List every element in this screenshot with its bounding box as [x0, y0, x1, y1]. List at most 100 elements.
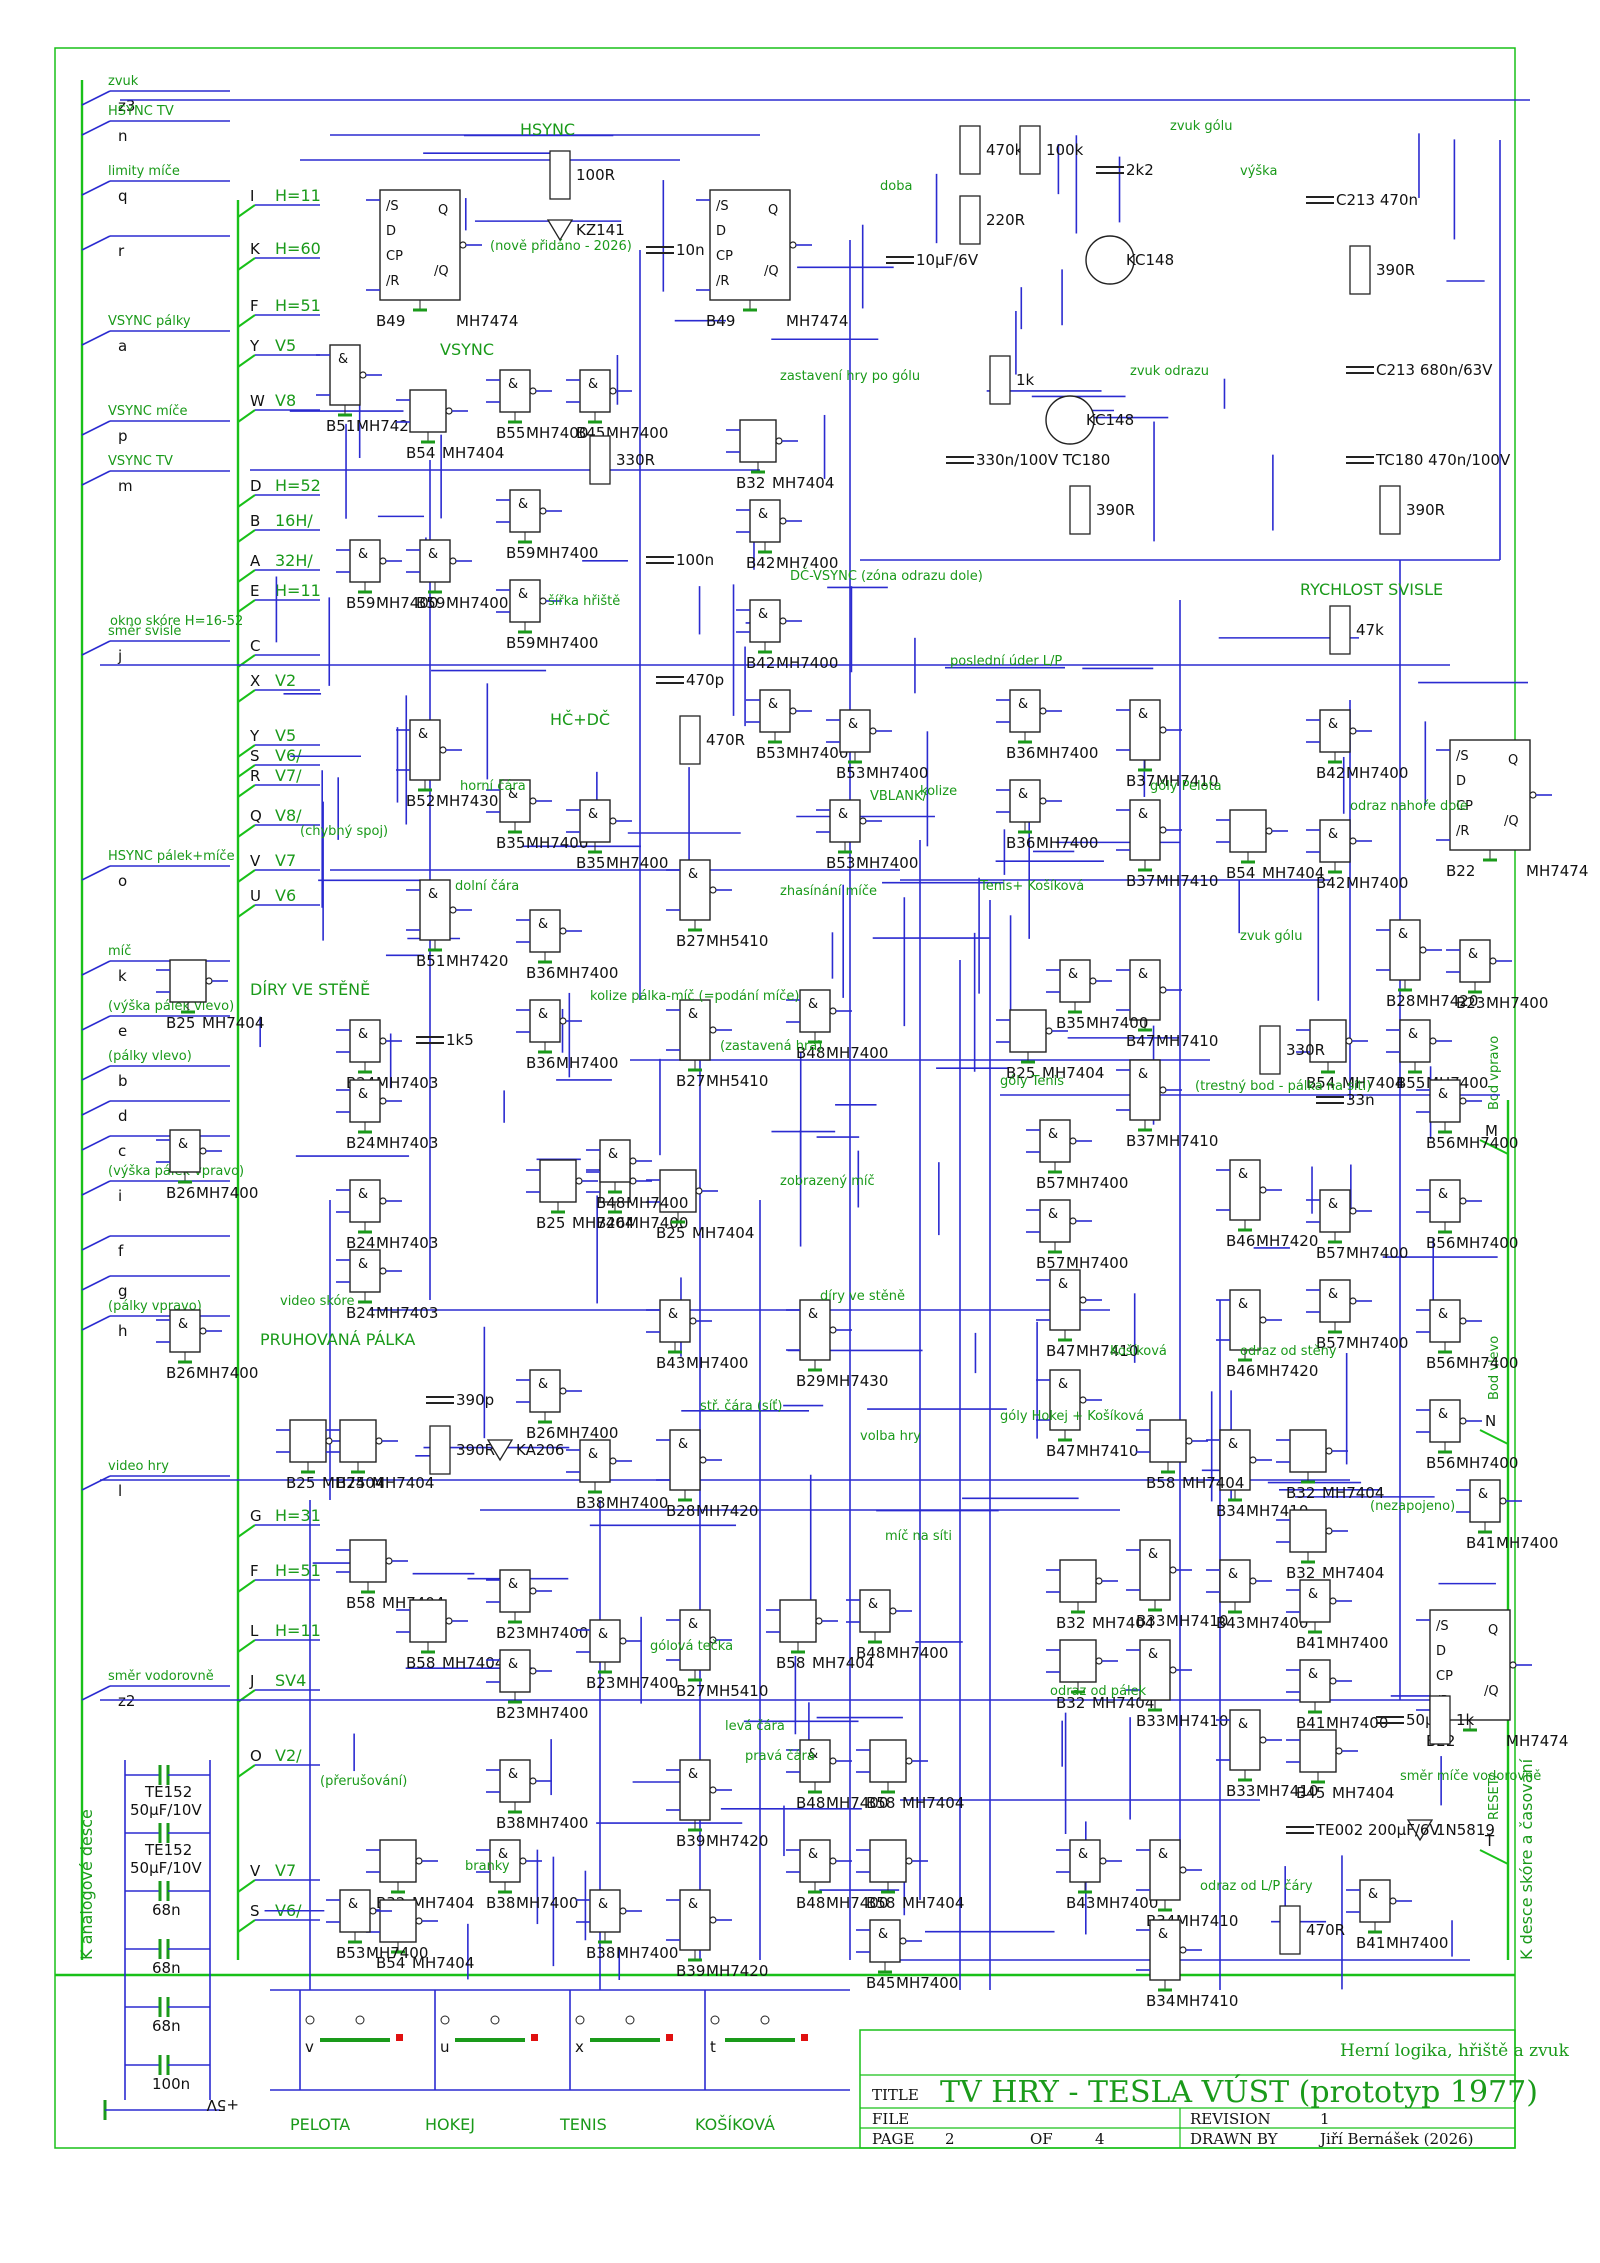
gate-body [1049, 1369, 1081, 1431]
gate-ref: B26 [166, 1364, 195, 1382]
gate-type: MH7404 [1092, 1694, 1154, 1712]
connector-net-label: VSYNC míče [108, 404, 187, 419]
right-net-label: Bod vlevo [1487, 1336, 1502, 1400]
connector-pin-d: d [118, 1107, 128, 1125]
mode-label: KOŠÍKOVÁ [695, 2115, 775, 2134]
gate-type: MH7410 [1156, 1032, 1218, 1050]
gate-type: MH7400 [1456, 1354, 1518, 1372]
mode-label: HOKEJ [425, 2115, 475, 2134]
component-value: 390R [456, 1441, 495, 1459]
gate-type: MH7400 [616, 1674, 678, 1692]
gate-symbol: & [1408, 1027, 1418, 1042]
connector-stub [81, 1275, 111, 1291]
section-label: video skóre [280, 1294, 355, 1309]
filter-value: 68n [152, 1959, 181, 1977]
ff-pin-label: D [716, 224, 726, 239]
section-label: DÍRY VE STĚNĚ [250, 980, 370, 999]
inverter-bubble [1249, 1456, 1257, 1464]
component: 1k5 [416, 1031, 474, 1049]
bus-net-label: 32H/ [275, 551, 313, 570]
gate-type: MH7400 [866, 764, 928, 782]
inverter-bubble [1325, 1527, 1333, 1535]
gate-ref: B35 [1056, 1014, 1085, 1032]
bus-pin-F: F [250, 1562, 259, 1580]
gate-symbol: & [808, 1747, 818, 1762]
bus-pin-V: V [250, 1862, 261, 1880]
gate-type: MH7404 [372, 1474, 434, 1492]
ff-pin-label: /Q [764, 264, 779, 279]
gate-type: MH7400 [526, 1704, 588, 1722]
inverter-bubble [379, 1037, 387, 1045]
inverter-bubble [619, 1637, 627, 1645]
gate-body [379, 1899, 417, 1943]
component: KC148 [1085, 235, 1174, 285]
component-value: 1k [1016, 371, 1035, 389]
gate-symbol: & [758, 507, 768, 522]
gate-type: MH7400 [536, 634, 598, 652]
gate-body [779, 1599, 817, 1643]
inverter-bubble [1529, 791, 1537, 799]
inverter-bubble [709, 886, 717, 894]
inverter-bubble [1169, 1666, 1177, 1674]
gate-symbol: & [1328, 827, 1338, 842]
gate-type: MH7404 [772, 474, 834, 492]
gate-ref: B54 [376, 1954, 405, 1972]
inverter-bubble [859, 817, 867, 825]
gate-symbol: & [848, 717, 858, 732]
section-label: zvuk gólu [1170, 119, 1232, 134]
section-label: RYCHLOST SVISLE [1300, 580, 1443, 599]
gate-body [409, 1599, 447, 1643]
gate-ref: B59 [506, 634, 535, 652]
gate-body [1229, 1709, 1261, 1771]
inverter-bubble [1259, 1186, 1267, 1194]
section-label: góly Hokej + Košíková [1000, 1409, 1144, 1424]
gate-type: MH7400 [1036, 744, 1098, 762]
section-label: horní čára [460, 779, 526, 794]
gate-ref: B37 [1126, 1132, 1155, 1150]
section-label: volba hry [860, 1429, 921, 1444]
gate-type: MH7404 [202, 1014, 264, 1032]
inverter-bubble [1349, 727, 1357, 735]
gate-type: MH7410 [1156, 872, 1218, 890]
gate-symbol: & [178, 1137, 188, 1152]
inverter-bubble [789, 707, 797, 715]
bus-tap [237, 1919, 256, 1933]
section-label: HSYNC [520, 120, 575, 139]
gate-ref: B38 [586, 1944, 615, 1962]
gate-type: MH7400 [626, 1194, 688, 1212]
component-value: 2k2 [1126, 161, 1154, 179]
section-label: kolize [920, 784, 957, 799]
gate-symbol: & [1058, 1377, 1068, 1392]
gate-ref: B48 [596, 1194, 625, 1212]
gate-body [1149, 1419, 1187, 1463]
bus-tap [237, 494, 256, 508]
gate-type: MH7400 [196, 1364, 258, 1382]
resistor-body [989, 355, 1011, 405]
gate-type: MH7400 [826, 1894, 888, 1912]
component: 470p [656, 671, 724, 689]
bus-net-label: 16H/ [275, 511, 313, 530]
gate-type: MH7400 [366, 1944, 428, 1962]
inverter-bubble [695, 1187, 703, 1195]
resistor-body [1279, 1905, 1301, 1955]
gate-symbol: & [358, 1027, 368, 1042]
gate-ref: B49 [376, 312, 405, 330]
component: 100R [549, 150, 615, 200]
inverter-bubble [1079, 1396, 1087, 1404]
gate-type: MH7474 [1526, 862, 1588, 880]
inverter-bubble [439, 746, 447, 754]
connector-stub [81, 960, 111, 976]
section-label: směr míče vodorovně [1400, 1769, 1541, 1784]
gate-symbol: & [1438, 1087, 1448, 1102]
gate-type: MH7400 [1246, 1614, 1308, 1632]
resistor-body [1019, 125, 1041, 175]
